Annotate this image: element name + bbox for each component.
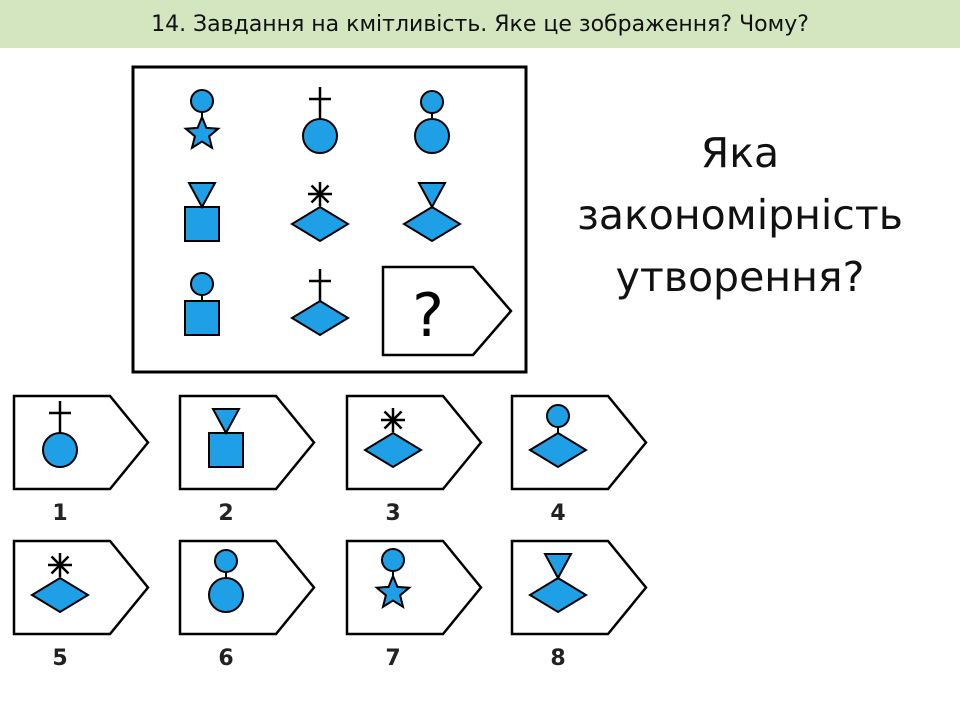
answer-option-5: 5 [12,539,150,671]
triangle-shape [211,408,241,436]
figure-cross-circle [42,401,78,468]
circle-shape [302,118,338,154]
small-circle-shape [381,548,405,572]
small-circle-shape [190,272,214,296]
title-bar: 14. Завдання на кмітливість. Яке це зобр… [0,0,960,48]
small-circle-shape [420,90,444,114]
figure-asterisk-diamond [290,182,350,243]
asterisk-stroke [310,184,330,204]
star-shape [374,573,412,609]
option-number: 6 [218,646,233,671]
answer-option-8: 8 [510,539,648,671]
circle-shape [208,577,244,613]
puzzle-grid-frame [131,65,528,374]
diamond-shape [528,431,588,469]
asterisk-stroke [383,410,403,430]
answer-option-7: 7 [345,539,483,671]
question-text: Яка закономірність утворення? [560,122,920,308]
square-shape [208,432,244,468]
option-frame [510,394,648,491]
question-mark: ? [412,281,444,351]
small-circle-shape [546,404,570,428]
figure-cross-diamond [290,269,350,337]
figure-triangle-diamond [528,553,588,614]
triangle-shape [543,553,573,581]
figure-circle-square [184,272,220,336]
figure-triangle-square [184,182,220,242]
option-frame [345,394,483,491]
figure-circle-circle [208,549,244,613]
diamond-shape [402,205,462,243]
missing-cell-frame [381,265,513,357]
question-line-3: утворення? [615,253,865,301]
triangle-shape [187,182,217,210]
answer-option-6: 6 [178,539,316,671]
option-number: 8 [550,646,565,671]
option-number: 3 [385,501,400,526]
option-frame [12,394,150,491]
small-circle-shape [214,549,238,573]
star-shape [183,114,221,150]
answer-option-2: 2 [178,394,316,526]
puzzle-grid: ? [183,87,513,357]
answer-option-4: 4 [510,394,648,526]
square-shape [184,300,220,336]
square-shape [184,206,220,242]
diamond-shape [30,576,90,614]
answer-option-3: 3 [345,394,483,526]
option-number: 5 [52,646,67,671]
option-number: 2 [218,501,233,526]
figure-circle-circle [414,90,450,154]
option-frame [12,539,150,636]
small-circle-shape [190,89,214,113]
question-line-2: закономірність [577,191,903,239]
diamond-shape [528,576,588,614]
slide-title: 14. Завдання на кмітливість. Яке це зобр… [151,11,809,37]
answer-options: 1 2 3 4 5 6 7 8 [12,394,648,671]
option-number: 7 [385,646,400,671]
option-number: 1 [52,501,67,526]
option-frame [178,539,316,636]
question-line-1: Яка [700,129,780,177]
figure-triangle-diamond [402,182,462,243]
figure-circle-star [374,548,412,609]
figure-triangle-square [208,408,244,468]
figure-asterisk-diamond [363,408,423,469]
circle-shape [414,118,450,154]
figure-circle-diamond [528,404,588,469]
triangle-shape [417,182,447,210]
diamond-shape [363,431,423,469]
option-frame [510,539,648,636]
answer-option-1: 1 [12,394,150,526]
option-number: 4 [550,501,565,526]
diamond-shape [290,299,350,337]
figure-cross-circle [302,87,338,154]
circle-shape [42,432,78,468]
figure-circle-star [183,89,221,150]
diamond-shape [290,205,350,243]
option-frame [178,394,316,491]
option-frame [345,539,483,636]
figure-asterisk-diamond [30,553,90,614]
asterisk-stroke [50,555,70,575]
